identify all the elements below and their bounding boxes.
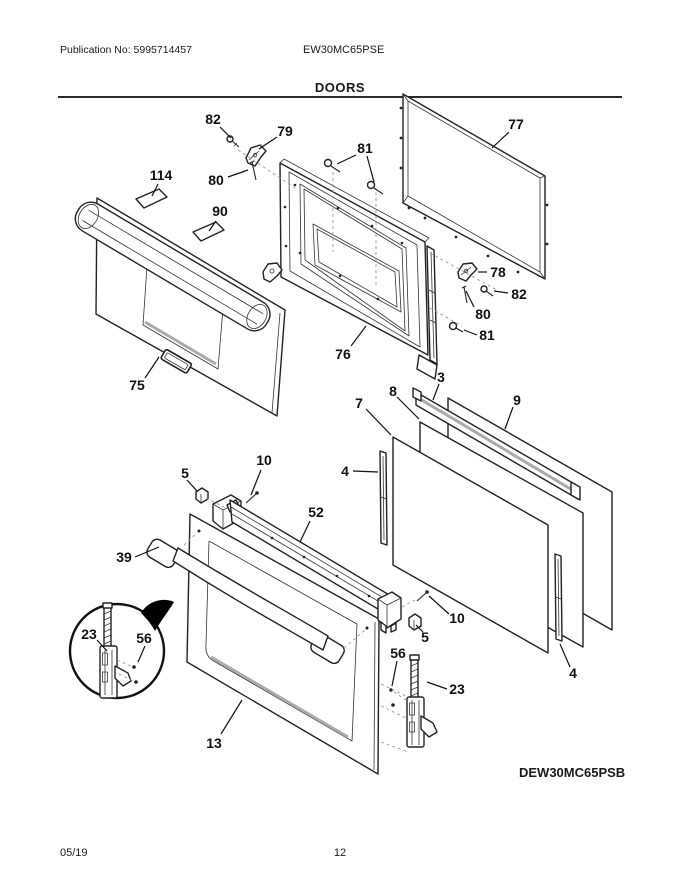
clip-5-right — [408, 613, 422, 631]
variant-model-code: DEW30MC65PSB — [519, 765, 626, 780]
page-title: DOORS — [314, 80, 366, 95]
outer-glass-panel-77 — [399, 93, 549, 280]
pin-10-right — [416, 590, 429, 602]
callout-4-left: 4 — [341, 463, 349, 479]
footer-date: 05/19 — [60, 847, 88, 859]
callout-7: 7 — [355, 395, 363, 411]
callout-56-right: 56 — [390, 645, 406, 661]
callout-4-right: 4 — [569, 665, 577, 681]
callout-82-top: 82 — [205, 111, 221, 127]
callout-9: 9 — [513, 392, 521, 408]
screw-82-right — [480, 285, 494, 297]
callout-76: 76 — [335, 346, 351, 362]
front-glass-7 — [392, 436, 549, 654]
hinge-23-detail — [99, 602, 132, 699]
construction-lines — [116, 149, 498, 753]
screws-56-right — [389, 688, 395, 707]
callout-82-right: 82 — [511, 286, 527, 302]
pin-10-left — [245, 491, 259, 504]
lower-door-13 — [186, 513, 380, 775]
screw-82-top — [226, 135, 240, 148]
publication-number: Publication No: 5995714457 — [60, 44, 192, 56]
screw-81-right — [448, 321, 464, 333]
callout-114: 114 — [150, 167, 173, 183]
callout-81-top: 81 — [357, 140, 373, 156]
callout-56-detail: 56 — [136, 630, 152, 646]
callout-52: 52 — [308, 504, 324, 520]
callout-81-right: 81 — [479, 327, 495, 343]
screw-56-detail-b — [134, 680, 138, 684]
pin-80-right — [461, 285, 468, 304]
callout-13: 13 — [206, 735, 222, 751]
pointer-flag — [141, 599, 174, 631]
pin-80-top — [249, 160, 257, 181]
callout-77: 77 — [508, 116, 524, 132]
bracket-78 — [457, 262, 478, 282]
callout-labels: 82 79 80 81 114 90 77 78 82 80 81 76 75 … — [81, 111, 577, 751]
footer-page-number: 12 — [333, 847, 347, 859]
hinge-detail-circle — [68, 599, 174, 700]
title-divider — [58, 96, 622, 98]
heat-strip-4-left — [379, 450, 388, 546]
callout-80-right: 80 — [475, 306, 491, 322]
brand-badge — [160, 348, 193, 374]
callout-3: 3 — [437, 369, 445, 385]
top-rail-52 — [212, 494, 402, 634]
callout-23-detail: 23 — [81, 626, 97, 642]
door-handle-39 — [146, 538, 345, 665]
callout-75: 75 — [129, 377, 145, 393]
hinge-support-79 — [245, 144, 267, 167]
hinge-23-right — [406, 654, 438, 748]
callout-10-left: 10 — [256, 452, 272, 468]
callout-8: 8 — [389, 383, 397, 399]
clip-5-left — [195, 487, 209, 504]
callout-79: 79 — [277, 123, 293, 139]
model-number: EW30MC65PSE — [303, 44, 385, 56]
leader-lines — [96, 126, 571, 735]
callout-78: 78 — [490, 264, 506, 280]
label-sticker-90 — [192, 221, 225, 242]
callout-90: 90 — [212, 203, 228, 219]
callout-5-right: 5 — [421, 629, 429, 645]
upper-door-75 — [74, 197, 286, 417]
screw-56-detail-a — [132, 665, 136, 669]
callout-39: 39 — [116, 549, 132, 565]
callout-23-right: 23 — [449, 681, 465, 697]
callout-10-right: 10 — [449, 610, 465, 626]
top-trim-3 — [412, 387, 581, 501]
callout-80-top: 80 — [208, 172, 224, 188]
inner-door-panel-76 — [262, 158, 438, 380]
label-sticker-114 — [135, 188, 168, 209]
callout-5-left: 5 — [181, 465, 189, 481]
screws-81-top — [323, 158, 384, 195]
heat-strip-4-right — [554, 553, 563, 642]
